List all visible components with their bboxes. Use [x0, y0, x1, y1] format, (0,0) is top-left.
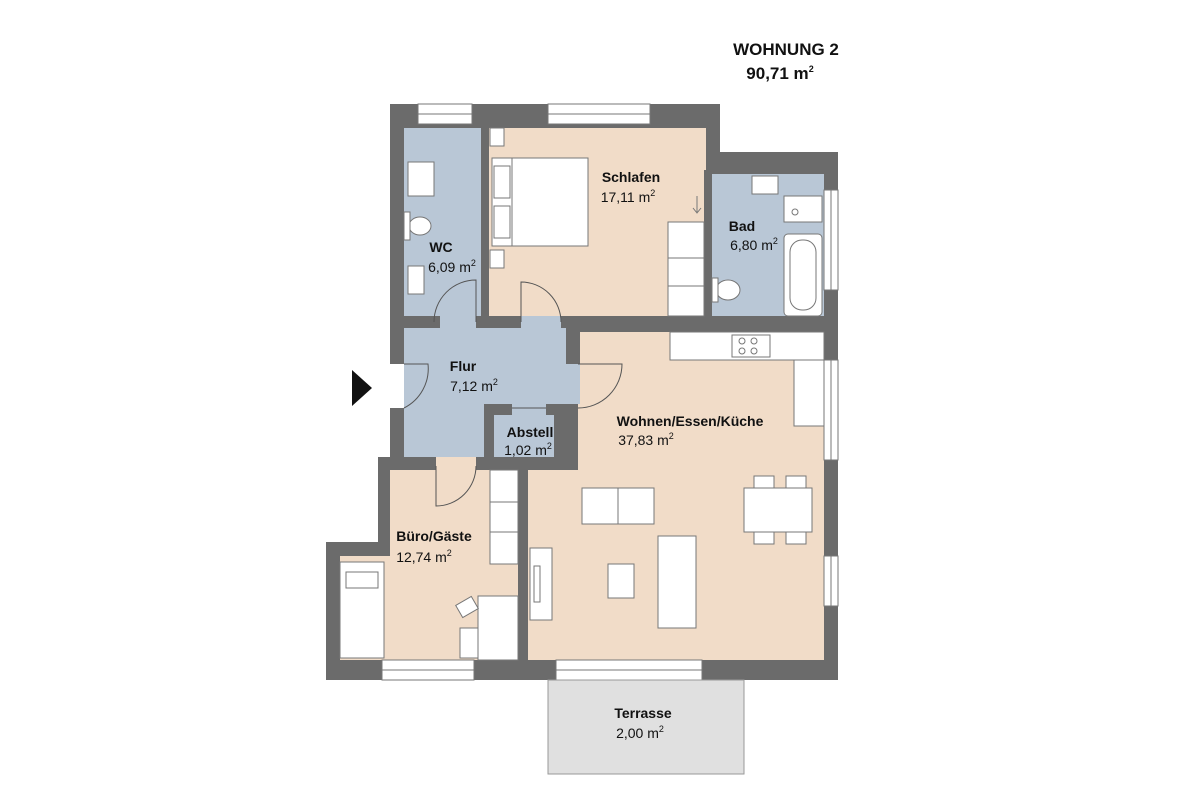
apartment-total-area: 90,71 m2	[746, 64, 813, 83]
room-name: WC	[429, 239, 452, 255]
label-wohnen: Wohnen/Essen/Küche 37,83 m2	[617, 413, 764, 448]
room-area: 17,11 m2	[601, 188, 656, 205]
bad-sink	[751, 175, 779, 195]
room-name: Flur	[450, 358, 477, 374]
desk	[477, 595, 519, 661]
room-name: Terrasse	[614, 705, 672, 721]
coffee-table	[607, 563, 635, 599]
sofa	[657, 535, 697, 629]
room-area: 7,12 m2	[450, 377, 498, 394]
room-area: 6,80 m2	[730, 236, 778, 253]
apartment-title: WOHNUNG 2	[733, 40, 839, 59]
windows	[381, 103, 839, 681]
label-flur: Flur 7,12 m2	[450, 358, 498, 394]
shower	[783, 195, 823, 223]
toilet	[408, 216, 432, 236]
label-buero: Büro/Gäste 12,74 m2	[396, 528, 472, 565]
room-terrasse-floor	[547, 679, 745, 775]
tv-unit	[529, 547, 553, 621]
room-area: 37,83 m2	[618, 431, 674, 448]
room-area: 1,02 m2	[504, 441, 552, 458]
interior-walls	[390, 124, 828, 660]
buero-furniture	[339, 469, 519, 661]
wardrobe	[667, 221, 705, 317]
room-name: Abstell	[507, 424, 554, 440]
label-bad: Bad 6,80 m2	[729, 218, 778, 253]
bad-toilet	[715, 279, 741, 301]
shower-tray	[407, 161, 435, 197]
label-terrasse: Terrasse 2,00 m2	[614, 705, 672, 741]
door-openings	[390, 316, 580, 470]
shelf	[489, 469, 519, 565]
door-swings	[403, 279, 623, 507]
entrance-arrow-icon	[352, 370, 372, 406]
schlafen-furniture	[489, 127, 705, 317]
bad-fixtures	[711, 175, 823, 317]
label-abstell: Abstell 1,02 m2	[504, 424, 553, 458]
room-name: Schlafen	[602, 169, 660, 185]
washbasin	[407, 265, 425, 295]
room-name: Bad	[729, 218, 755, 234]
room-area: 12,74 m2	[396, 548, 452, 565]
room-name: Wohnen/Essen/Küche	[617, 413, 764, 429]
room-wohnen-floor	[528, 332, 824, 660]
cooktop	[731, 334, 771, 358]
room-abstell-floor	[494, 415, 554, 457]
room-area: 2,00 m2	[616, 724, 664, 741]
room-area: 6,09 m2	[428, 258, 476, 275]
dining-table	[743, 487, 813, 533]
label-schlafen: Schlafen 17,11 m2	[601, 169, 660, 205]
wc-fixtures	[403, 161, 435, 295]
label-wc: WC 6,09 m2	[428, 239, 476, 275]
kitchen-furniture	[529, 331, 825, 629]
room-name: Büro/Gäste	[396, 528, 472, 544]
